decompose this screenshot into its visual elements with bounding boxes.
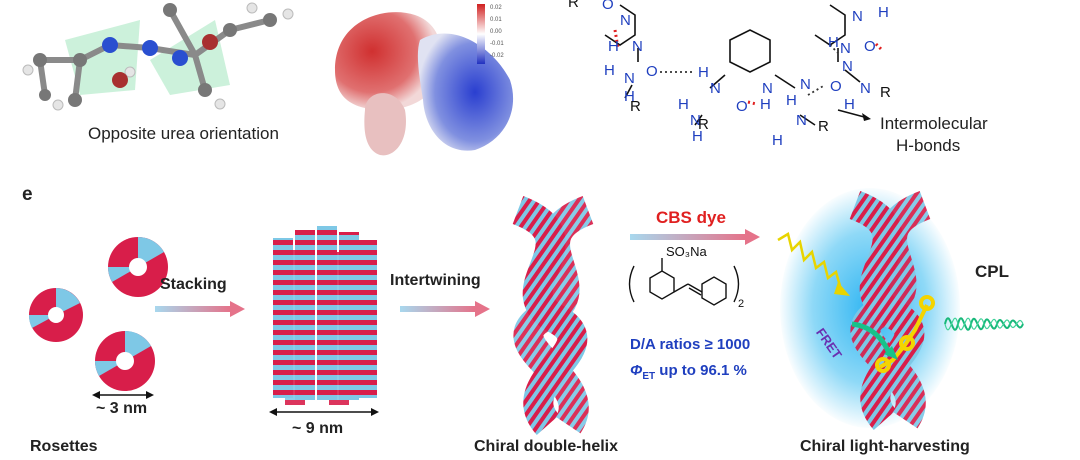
efficiency-text: ΦET up to 96.1 %: [630, 362, 747, 382]
chem-atom: R: [568, 0, 579, 11]
chem-atom: H: [692, 128, 703, 145]
esp-tick: 0.01: [490, 17, 502, 23]
caption-rosettes: Rosettes: [30, 438, 98, 455]
chem-atom: O: [646, 63, 658, 80]
chem-atom: N: [796, 112, 807, 129]
stacking-label: Stacking: [160, 276, 227, 293]
chem-atom: O: [736, 98, 748, 115]
chem-atom: N: [800, 76, 811, 93]
hbond-label-line1: Intermolecular: [880, 114, 988, 133]
dye-subscript: 2: [738, 298, 745, 310]
chem-atom: H: [698, 64, 709, 81]
chem-atom: N: [710, 80, 721, 97]
dye-sulfonate-group: SO₃Na: [666, 244, 707, 259]
chem-atom: N: [762, 80, 773, 97]
rosettes: [28, 237, 168, 399]
intertwining-label: Intertwining: [390, 272, 481, 289]
chem-atom: R: [880, 84, 891, 101]
chem-atom: N: [624, 70, 635, 87]
dye-structure: [628, 258, 740, 306]
rosette-bottom: [94, 331, 155, 391]
dye-title: CBS dye: [656, 208, 726, 227]
double-helix: [512, 195, 594, 435]
chem-atom: H: [828, 34, 839, 51]
chem-atom: O: [864, 38, 876, 55]
chem-atom: O: [602, 0, 614, 13]
stacked-columns: [269, 226, 379, 416]
chem-atom: N: [840, 40, 851, 57]
esp-tick: 0.02: [490, 5, 502, 11]
chem-atom: R: [698, 116, 709, 133]
chem-atom: N: [842, 58, 853, 75]
esp-surface: [335, 12, 514, 156]
rosette-size-label: ~ 3 nm: [96, 400, 148, 417]
efficiency-value: up to 96.1 %: [655, 362, 747, 379]
esp-scale-ticks: 0.02 0.01 0.00 -0.01 -0.02: [490, 2, 520, 62]
cpl-label: CPL: [975, 262, 1009, 281]
esp-tick: -0.01: [490, 41, 504, 47]
chem-atom: H: [786, 92, 797, 109]
chem-atom: H: [678, 96, 689, 113]
excitation-wave: [777, 232, 850, 296]
hbond-label-line2: H-bonds: [896, 136, 961, 155]
harvest-helix: [849, 190, 935, 430]
hbond-bonds: [604, 4, 884, 126]
ratio-text: D/A ratios ≥ 1000: [630, 336, 751, 353]
caption-harvest: Chiral light-harvesting: [800, 438, 970, 455]
chem-atom: N: [852, 8, 863, 25]
fret-arrow: [851, 321, 898, 360]
intertwining-arrow: [400, 301, 490, 317]
dye-transfer-arrow: [630, 229, 760, 245]
molecule-svg: [22, 2, 294, 111]
esp-tick: -0.02: [490, 53, 504, 59]
molecule-model: [20, 0, 310, 120]
chem-atom: O: [830, 78, 842, 95]
chem-atom: H: [604, 62, 615, 79]
esp-tick: 0.00: [490, 29, 502, 35]
chem-atom: H: [844, 96, 855, 113]
caption-helix: Chiral double-helix: [474, 438, 619, 455]
chem-atom: H: [760, 96, 771, 113]
rosette-middle: [28, 288, 83, 342]
chem-atom: R: [630, 98, 641, 115]
chem-atom: R: [818, 118, 829, 135]
stacking-arrow: [155, 301, 245, 317]
panel-letter-e: e: [22, 184, 33, 205]
rosette-top: [107, 237, 168, 297]
column-size-label: ~ 9 nm: [292, 420, 344, 437]
chem-atom: H: [624, 88, 635, 105]
cpl-wave: [944, 317, 1024, 331]
phi-symbol: Φ: [630, 362, 643, 379]
chem-atom: H: [772, 132, 783, 149]
chem-atom: N: [860, 80, 871, 97]
chem-atom: N: [690, 112, 701, 129]
chem-atom: H: [608, 38, 619, 55]
hbond-pointer-arrow: [837, 109, 871, 121]
molecule-caption: Opposite urea orientation: [88, 124, 279, 143]
esp-map: [325, 0, 525, 160]
rosette-size-arrow: [92, 391, 154, 399]
esp-colorbar: [477, 4, 485, 64]
chem-atom: H: [878, 4, 889, 21]
chem-atom: N: [632, 38, 643, 55]
dye-on-helix: [875, 295, 935, 373]
hbond-scheme: R O N H N H N O H R H N H N H R O H N N …: [560, 0, 920, 160]
phi-subscript: ET: [642, 371, 656, 382]
chem-atom: N: [620, 12, 631, 29]
